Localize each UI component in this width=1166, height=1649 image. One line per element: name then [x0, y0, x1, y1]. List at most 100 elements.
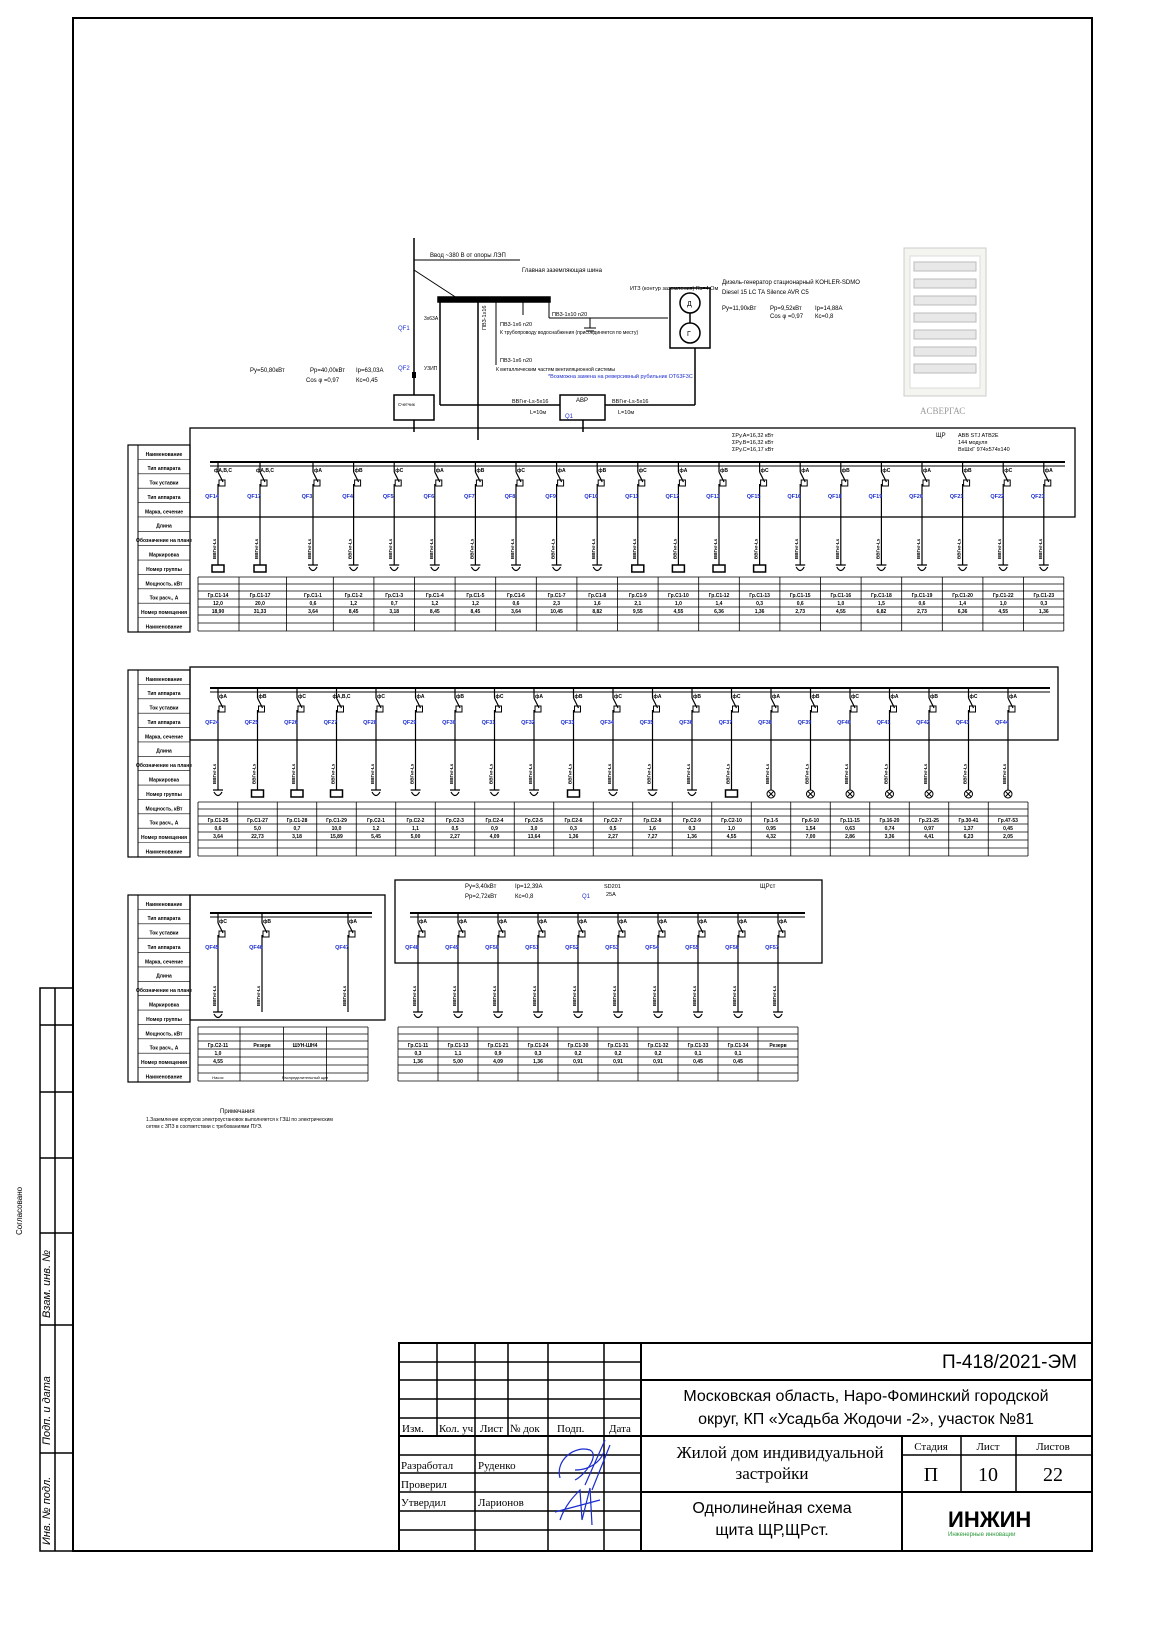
avr-label: АВР: [576, 398, 588, 404]
power-value: 1,6: [649, 826, 656, 832]
cable-label: ВВГнг-Ls: [572, 985, 577, 1006]
legend-label: Номер группы: [146, 567, 182, 573]
panel1-size: ВхШхГ 974х574х140: [958, 447, 1010, 453]
group-number: Гр.С1-29: [326, 818, 347, 824]
phase-label: фB: [598, 467, 606, 474]
legend-label: Обозначение на плане: [136, 987, 192, 994]
object-line1: Жилой дом индивидуальной: [676, 1443, 883, 1462]
group-number: Гр.С2-11: [208, 1043, 229, 1049]
breaker-label: QF56: [725, 945, 739, 951]
rcd-symbol: [458, 930, 466, 938]
phase-label: фB: [263, 918, 271, 925]
load-name: Насос: [212, 1075, 223, 1080]
power-value: 12,0: [213, 601, 223, 607]
group-number: Гр.С1-3: [385, 593, 403, 599]
cable-label: ВВГнг-Ls: [923, 763, 928, 784]
phase-label: фA: [801, 467, 809, 474]
rcd-symbol: [348, 930, 356, 938]
lamp-icon-cross: [807, 790, 814, 798]
legend-label: Номер группы: [146, 792, 182, 798]
rcd-symbol: [692, 705, 700, 713]
power-value: 0,3: [570, 826, 577, 832]
group-number: Гр.С1-20: [952, 593, 973, 599]
socket-icon: [647, 789, 658, 797]
current-value: 13,64: [528, 834, 541, 840]
current-value: 0,91: [653, 1059, 663, 1065]
cable-label: ВВГнг-Ls: [772, 985, 777, 1006]
cable-label: ВВГнг-Ls: [452, 985, 457, 1006]
load-equipment-icon: [671, 564, 686, 573]
company-logo: ИНЖИН Инженерные инновации: [948, 1507, 1031, 1538]
legend-label: Номер помещения: [141, 610, 187, 616]
power-value: 5,0: [254, 826, 261, 832]
power-value: 0,5: [610, 826, 617, 832]
phase-label: фC: [639, 467, 647, 474]
group-number: Гр.11-15: [840, 818, 860, 824]
pe3-note: К металлическим частям вентиляционной си…: [496, 366, 615, 373]
cable-label: ВВГнг-Ls: [805, 763, 810, 784]
rcd-symbol: [969, 705, 976, 713]
pe2-note: К трубопроводу водоснабжения (присоединя…: [500, 330, 638, 336]
group-number: Гр.С1-13: [448, 1043, 469, 1049]
signature-1: [558, 1439, 611, 1491]
group-number: Гр.С1-25: [208, 818, 229, 824]
phase-label: фA: [579, 918, 587, 925]
group-number: ШУН-ШН4: [293, 1043, 318, 1049]
qf2-label: QF2: [398, 366, 410, 372]
breaker-label: QF21: [950, 494, 964, 500]
panel1-sum-a: ΣРу.А=16,32 кВт: [732, 433, 774, 439]
rcd-symbol: [435, 479, 443, 487]
current-value: 1,36: [687, 834, 697, 840]
load-equipment-icon: [712, 564, 726, 573]
phase-label: фA: [923, 467, 931, 474]
socket-icon: [413, 1011, 423, 1019]
cable-label: ВВГнг-Ls: [963, 763, 968, 784]
group-number: Гр.С1-11: [408, 1043, 429, 1049]
breaker-label: QF25: [245, 720, 259, 726]
cable-label: ВВГнг-Ls: [686, 763, 691, 784]
power-value: 10,0: [332, 826, 342, 832]
rcd-symbol: [597, 479, 605, 487]
stamp-inv-podl: Инв. № подл.: [41, 1477, 53, 1545]
legend-label: Маркировка: [149, 552, 179, 558]
group-number: Гр.С1-12: [709, 593, 730, 599]
rcd-symbol: [516, 479, 524, 487]
load-equipment-icon: [211, 564, 225, 573]
breaker-label: QF8: [505, 494, 516, 500]
socket-icon: [511, 564, 521, 572]
rcd-symbol: [1003, 479, 1011, 487]
stamp-podp-data: Подп. и дата: [41, 1376, 53, 1445]
socket-icon: [957, 564, 968, 572]
rcd-symbol: [475, 479, 483, 487]
rcd-symbol: [218, 705, 226, 713]
group-number: Гр.С1-4: [426, 593, 444, 599]
cabinet-module-row: [913, 329, 977, 340]
load-equipment-icon: [724, 789, 739, 798]
legend-label: Ток уставки: [149, 481, 178, 487]
avr-note: *Возможна замена на реверсивный рубильни…: [548, 373, 693, 380]
breaker-label: QF10: [584, 494, 598, 500]
breaker-label: QF39: [798, 720, 812, 726]
phase-label: фC: [882, 467, 890, 474]
power-value: 0,3: [415, 1051, 422, 1057]
left-pp: Рр=40,00кВт: [310, 368, 345, 374]
legend-label: Тип аппарата: [147, 945, 180, 951]
breaker-label: QF26: [284, 720, 298, 726]
rcd-symbol: [850, 705, 858, 713]
legend-label: Мощность, кВт: [145, 806, 183, 812]
stage-label: Стадия: [914, 1441, 948, 1453]
group-number: Гр.С1-2: [345, 593, 363, 599]
cable-label: ВВГнг-Ls: [252, 763, 257, 784]
cable-label: ВВГнг-Ls: [1038, 538, 1043, 559]
breaker-label: QF32: [521, 720, 535, 726]
current-value: 3,36: [885, 834, 895, 840]
load-equipment-icon: [250, 789, 265, 798]
power-value: 1,54: [806, 826, 816, 832]
cable-label: ВВГнг-Ls: [528, 763, 533, 784]
power-value: 1,0: [215, 1051, 222, 1057]
socket-icon: [213, 1011, 223, 1019]
cable-left: ВВГнг-Ls-5х16: [512, 399, 548, 405]
breaker-label: QF23: [1031, 494, 1045, 500]
cable-label: ВВГнг-Ls: [835, 538, 840, 559]
legend-label: Тип аппарата: [147, 916, 180, 922]
